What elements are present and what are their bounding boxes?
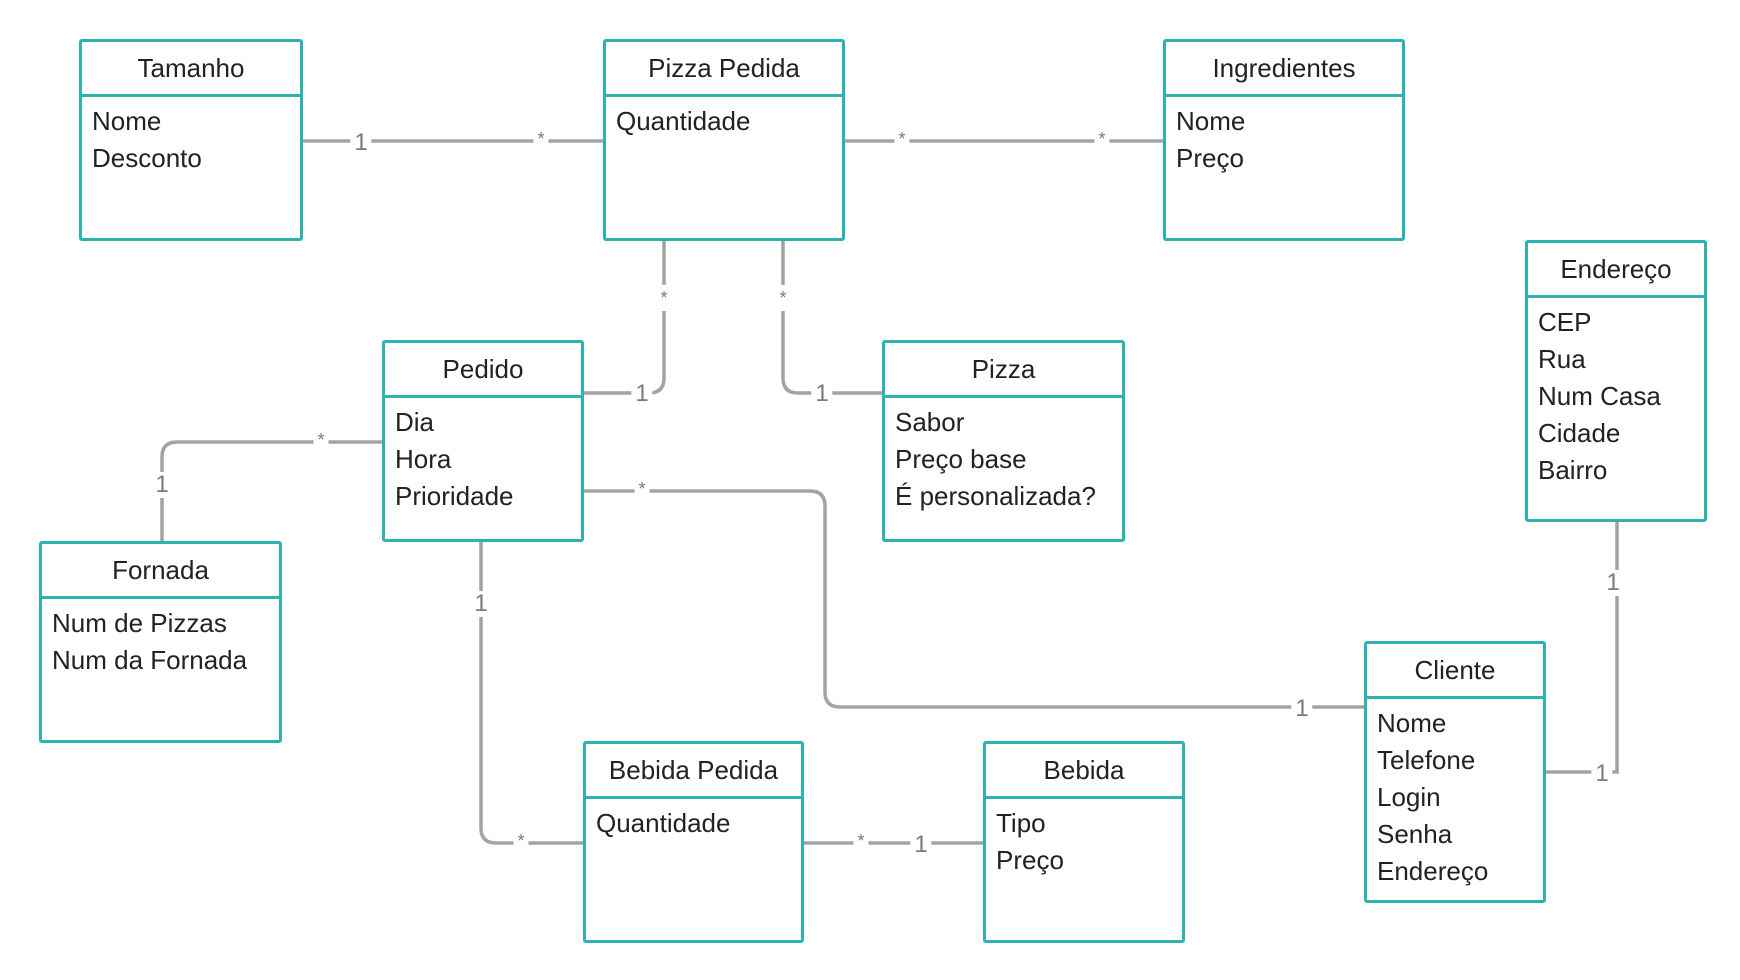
- attribute: CEP: [1538, 307, 1592, 337]
- entity-title: Bebida: [986, 744, 1182, 799]
- entity-pedido[interactable]: Pedido Dia Hora Prioridade: [382, 340, 584, 542]
- entity-pizza[interactable]: Pizza Sabor Preço base É personalizada?: [882, 340, 1125, 542]
- attribute: Nome: [1377, 708, 1447, 738]
- link-pedido-bebida-pedida: [479, 542, 583, 845]
- link-cliente-endereco: [1546, 522, 1619, 774]
- attribute: Bairro: [1538, 455, 1608, 485]
- attribute: Hora: [395, 444, 452, 474]
- multiplicity-label: *: [533, 126, 549, 152]
- attribute: Prioridade: [395, 481, 514, 511]
- multiplicity-label: 1: [470, 591, 492, 617]
- multiplicity-label: *: [1094, 126, 1110, 152]
- attribute: Preço: [996, 845, 1064, 875]
- multiplicity-label: *: [853, 828, 869, 854]
- multiplicity-label: *: [513, 828, 529, 854]
- attribute: Dia: [395, 407, 435, 437]
- link-pizza-pedida-pedido: [584, 241, 666, 395]
- multiplicity-label: *: [656, 285, 672, 311]
- multiplicity-label: *: [634, 476, 650, 502]
- entity-title: Pizza Pedida: [606, 42, 842, 97]
- entity-title: Endereço: [1528, 243, 1704, 298]
- attribute: Preço base: [895, 444, 1027, 474]
- attribute: Quantidade: [596, 808, 731, 838]
- link-pizza-pedida-pizza: [781, 241, 882, 395]
- attribute: Endereço: [1377, 856, 1489, 886]
- attribute: Nome: [92, 106, 162, 136]
- multiplicity-label: 1: [1602, 570, 1624, 596]
- attribute: É personalizada?: [895, 481, 1096, 511]
- link-pedido-fornada: [160, 440, 382, 543]
- entity-title: Pizza: [885, 343, 1122, 398]
- entity-endereco[interactable]: Endereço CEP Rua Num Casa Cidade Bairro: [1525, 240, 1707, 522]
- multiplicity-label: *: [313, 427, 329, 453]
- attribute: Num de Pizzas: [52, 608, 227, 638]
- entity-title: Tamanho: [82, 42, 300, 97]
- attribute: Telefone: [1377, 745, 1476, 775]
- entity-tamanho[interactable]: Tamanho Nome Desconto: [79, 39, 303, 241]
- attribute: Preço: [1176, 143, 1244, 173]
- multiplicity-label: 1: [1291, 696, 1313, 722]
- multiplicity-label: *: [775, 285, 791, 311]
- attribute: Cidade: [1538, 418, 1621, 448]
- multiplicity-label: 1: [910, 832, 932, 858]
- entity-title: Pedido: [385, 343, 581, 398]
- attribute: Desconto: [92, 143, 202, 173]
- attribute: Nome: [1176, 106, 1246, 136]
- attribute: Senha: [1377, 819, 1453, 849]
- attribute: Quantidade: [616, 106, 751, 136]
- attribute: Rua: [1538, 344, 1586, 374]
- entity-title: Bebida Pedida: [586, 744, 801, 799]
- multiplicity-label: 1: [350, 130, 372, 156]
- entity-cliente[interactable]: Cliente Nome Telefone Login Senha Endere…: [1364, 641, 1546, 903]
- attribute: Num Casa: [1538, 381, 1661, 411]
- entity-bebida[interactable]: Bebida Tipo Preço: [983, 741, 1185, 943]
- entity-fornada[interactable]: Fornada Num de Pizzas Num da Fornada: [39, 541, 282, 743]
- entity-bebida-pedida[interactable]: Bebida Pedida Quantidade: [583, 741, 804, 943]
- multiplicity-label: 1: [151, 472, 173, 498]
- attribute: Tipo: [996, 808, 1046, 838]
- multiplicity-label: 1: [631, 381, 653, 407]
- attribute: Num da Fornada: [52, 645, 248, 675]
- entity-title: Cliente: [1367, 644, 1543, 699]
- multiplicity-label: 1: [811, 381, 833, 407]
- attribute: Login: [1377, 782, 1441, 812]
- multiplicity-label: 1: [1591, 761, 1613, 787]
- entity-title: Ingredientes: [1166, 42, 1402, 97]
- attribute: Sabor: [895, 407, 965, 437]
- entity-pizza-pedida[interactable]: Pizza Pedida Quantidade: [603, 39, 845, 241]
- multiplicity-label: *: [894, 126, 910, 152]
- entity-ingredientes[interactable]: Ingredientes Nome Preço: [1163, 39, 1405, 241]
- entity-title: Fornada: [42, 544, 279, 599]
- link-pedido-cliente: [584, 489, 1364, 709]
